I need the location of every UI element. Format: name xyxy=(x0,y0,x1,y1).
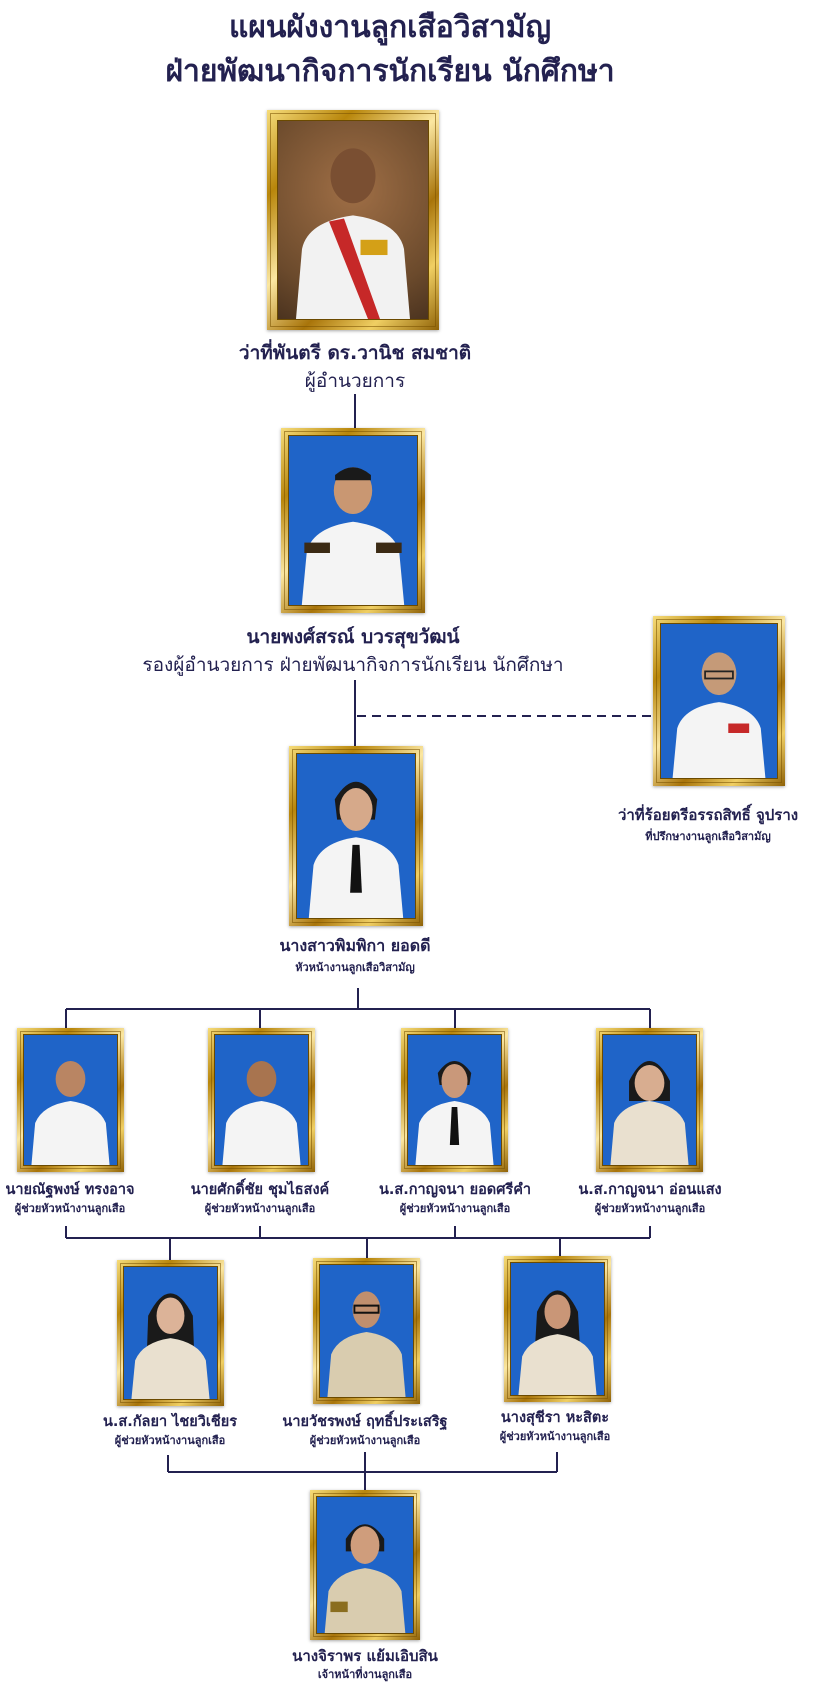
portrait-frame-assistant-r1-3 xyxy=(401,1028,508,1172)
assistant-r1-1-role: ผู้ช่วยหัวหน้างานลูกเสือ xyxy=(14,1202,126,1215)
assistant-r1-4-role: ผู้ช่วยหัวหน้างานลูกเสือ xyxy=(594,1202,706,1215)
portrait-frame-officer xyxy=(310,1490,420,1640)
person-silhouette-icon xyxy=(415,1061,494,1165)
assistant-r2-3-name: นางสุชีรา หะสิตะ xyxy=(500,1410,610,1426)
advisor-portrait xyxy=(660,623,778,779)
portrait-frame-assistant-r2-3 xyxy=(504,1256,611,1402)
person-silhouette-icon xyxy=(131,1293,210,1399)
chart-title-line2: ฝ่ายพัฒนากิจการนักเรียน นักศึกษา xyxy=(165,54,615,89)
portrait-frame-assistant-r2-2 xyxy=(313,1258,420,1404)
person-silhouette-icon xyxy=(222,1061,301,1165)
assistant-r2-3-role: ผู้ช่วยหัวหน้างานลูกเสือ xyxy=(499,1430,611,1443)
advisor-role: ที่ปรึกษางานลูกเสือวิสามัญ xyxy=(645,830,771,843)
head-portrait xyxy=(296,753,416,919)
officer-name: นางจิราพร แย้มเอิบสิน xyxy=(292,1647,438,1665)
assistant-r1-3-role: ผู้ช่วยหัวหน้างานลูกเสือ xyxy=(399,1202,511,1215)
assistant-r2-1-portrait xyxy=(123,1266,218,1400)
assistant-r2-3-portrait xyxy=(510,1262,605,1396)
deputy-role: รองผู้อำนวยการ ฝ่ายพัฒนากิจการนักเรียน น… xyxy=(142,654,564,676)
deputy-portrait xyxy=(288,435,418,606)
person-silhouette-icon xyxy=(301,467,405,605)
person-silhouette-icon xyxy=(308,781,404,918)
portrait-frame-assistant-r2-1 xyxy=(117,1260,224,1406)
assistant-r1-3-portrait xyxy=(407,1034,502,1166)
head-role: หัวหน้างานลูกเสือวิสามัญ xyxy=(295,961,415,974)
assistant-r2-2-portrait xyxy=(319,1264,414,1398)
assistant-r1-2-role: ผู้ช่วยหัวหน้างานลูกเสือ xyxy=(204,1202,316,1215)
assistant-r1-3-name: น.ส.กาญจนา ยอดศรีคำ xyxy=(378,1182,532,1198)
portrait-frame-assistant-r1-1 xyxy=(17,1028,124,1172)
director-role: ผู้อำนวยการ xyxy=(304,370,406,392)
person-silhouette-icon xyxy=(31,1061,110,1165)
person-silhouette-icon xyxy=(324,1524,406,1633)
person-silhouette-icon xyxy=(518,1290,597,1395)
assistant-r2-1-name: น.ส.กัลยา ไชยวิเชียร xyxy=(103,1414,237,1430)
assistant-r1-2-portrait xyxy=(214,1034,309,1166)
assistant-r2-1-role: ผู้ช่วยหัวหน้างานลูกเสือ xyxy=(114,1434,226,1447)
person-silhouette-icon xyxy=(672,652,766,778)
director-portrait xyxy=(277,120,429,320)
portrait-frame-assistant-r1-4 xyxy=(596,1028,703,1172)
head-name: นางสาวพิมพิกา ยอดดี xyxy=(279,936,431,955)
director-name: ว่าที่พันตรี ดร.วานิช สมชาติ xyxy=(238,342,472,364)
assistant-r1-1-name: นายณัฐพงษ์ ทรงอาจ xyxy=(5,1182,135,1198)
assistant-r2-2-role: ผู้ช่วยหัวหน้างานลูกเสือ xyxy=(309,1434,421,1447)
person-silhouette-icon xyxy=(296,148,410,319)
assistant-r1-1-portrait xyxy=(23,1034,118,1166)
portrait-frame-head xyxy=(289,746,423,926)
assistant-r2-2-name: นายวัชรพงษ์ ฤทธิ์ประเสริฐ xyxy=(282,1414,448,1430)
portrait-frame-director xyxy=(267,110,439,330)
portrait-frame-assistant-r1-2 xyxy=(208,1028,315,1172)
assistant-r1-4-portrait xyxy=(602,1034,697,1166)
chart-title-line1: แผนผังงานลูกเสือวิสามัญ xyxy=(228,10,552,45)
deputy-name: นายพงศ์สรณ์ บวรสุขวัฒน์ xyxy=(246,626,460,648)
portrait-frame-deputy xyxy=(281,428,425,613)
officer-role: เจ้าหน้าที่งานลูกเสือ xyxy=(317,1668,413,1681)
advisor-name: ว่าที่ร้อยตรีอรรถสิทธิ์ จูปราง xyxy=(617,806,799,824)
officer-portrait xyxy=(316,1496,414,1634)
portrait-frame-advisor xyxy=(653,616,785,786)
assistant-r1-4-name: น.ส.กาญจนา อ่อนแสง xyxy=(578,1182,722,1198)
assistant-r1-2-name: นายศักดิ์ชัย ชุมไธสงค์ xyxy=(190,1182,330,1198)
person-silhouette-icon xyxy=(327,1291,406,1397)
person-silhouette-icon xyxy=(610,1061,689,1165)
